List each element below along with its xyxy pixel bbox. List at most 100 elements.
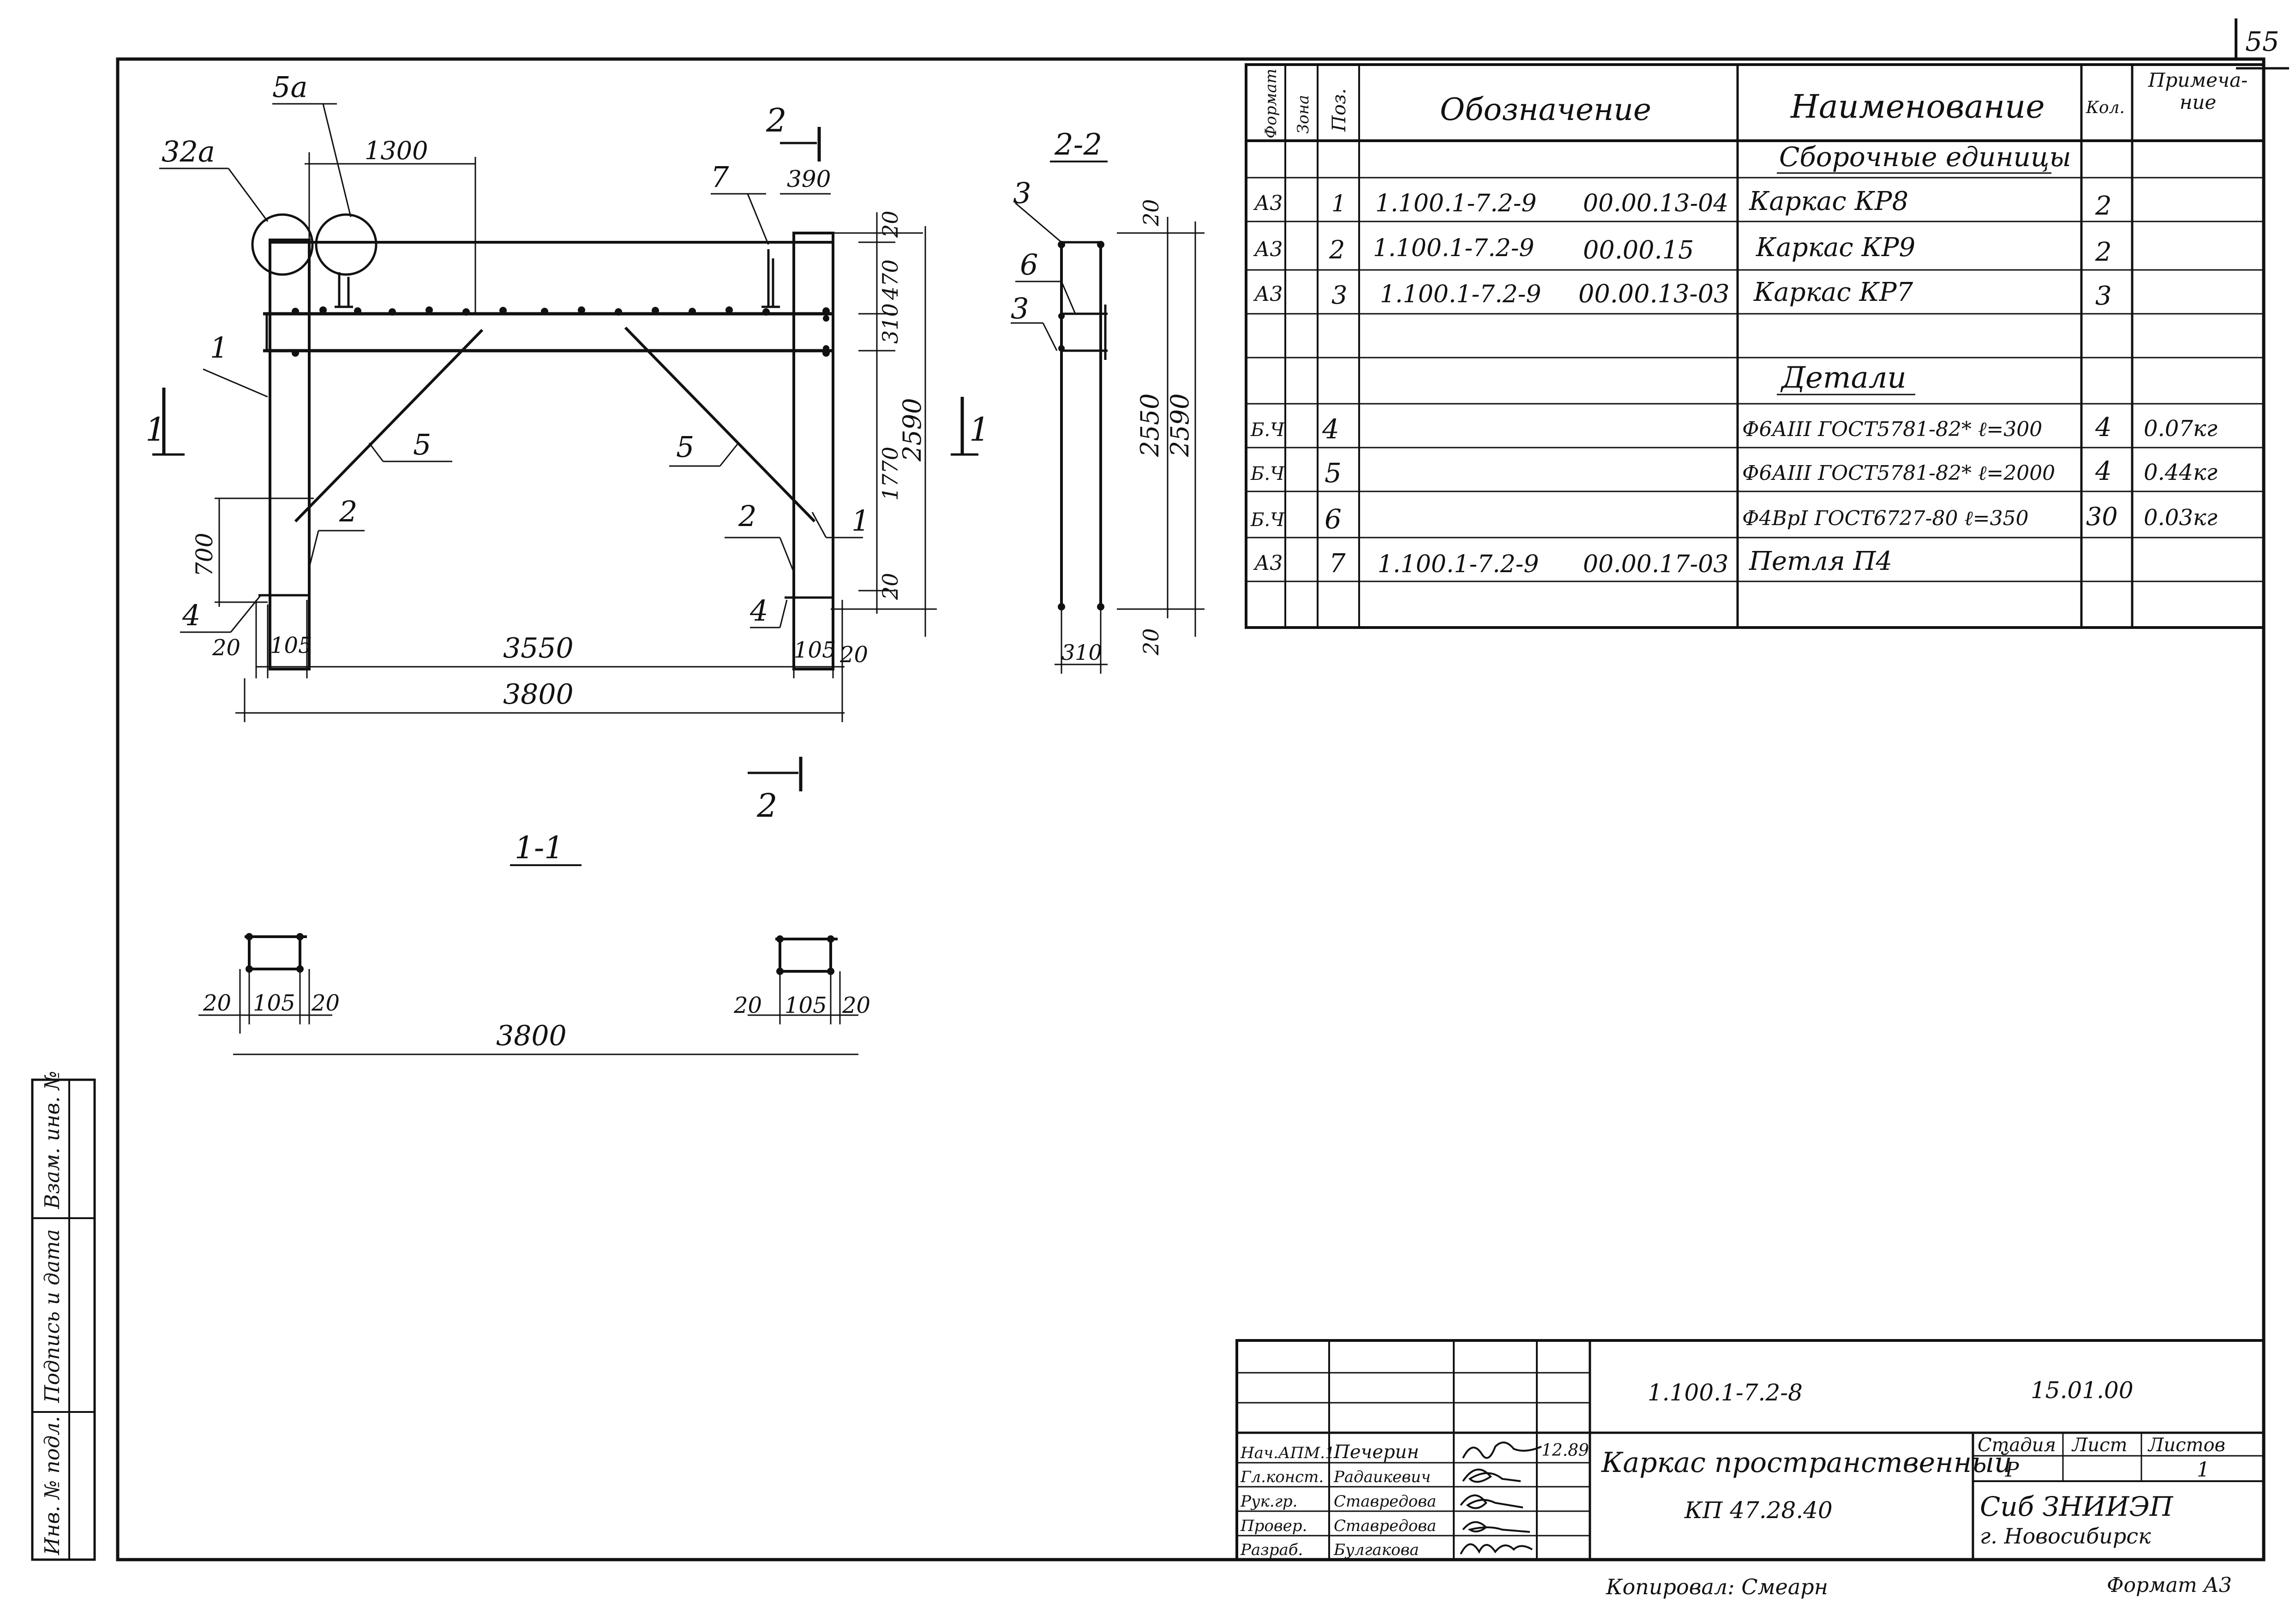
- svg-text:2: 2: [766, 102, 787, 139]
- role-5: Разраб.: [1240, 1541, 1303, 1559]
- header-format: Формат: [1262, 69, 1280, 138]
- row7-code: 00.00.17-03: [1583, 550, 1728, 578]
- row3-format: А3: [1253, 282, 1283, 306]
- row4-name: Ф6АIII ГОСТ5781-82* ℓ=300: [1742, 418, 2042, 441]
- org-line-1: Сиб ЗНИИЭП: [1980, 1491, 2174, 1522]
- s11-dim-3800: 3800: [496, 1020, 567, 1052]
- sign-date-label: Подпись и дата: [41, 1229, 64, 1403]
- section-mark-1-right: 1: [951, 397, 990, 456]
- row5-qty: 4: [2095, 456, 2112, 486]
- replace-inv-label: Взам. инв. №: [41, 1071, 64, 1209]
- row1-format: А3: [1253, 191, 1283, 215]
- format-label: Формат А3: [2107, 1573, 2232, 1597]
- dim-3550: 3550: [503, 632, 574, 664]
- section-2-2-title: 2-2: [1054, 128, 1102, 162]
- s11-dim-20-a: 20: [203, 990, 231, 1016]
- title-line-2: КП 47.28.40: [1684, 1497, 1833, 1524]
- section-mark-2-top: 2: [766, 102, 821, 162]
- callout-7: 7: [711, 160, 729, 194]
- row3-pos: 3: [1331, 281, 1347, 310]
- row6-name: Ф4ВрI ГОСТ6727-80 ℓ=350: [1742, 507, 2029, 530]
- row7-designation: 1.100.1-7.2-9: [1378, 550, 1539, 578]
- row5-note: 0.44кг: [2144, 460, 2218, 485]
- sheets-header: Листов: [2147, 1435, 2225, 1456]
- sheet-number: 55: [2245, 26, 2279, 57]
- detail-circle-32a: [251, 213, 314, 276]
- row1-code: 00.00.13-04: [1583, 190, 1728, 217]
- row6-format: Б.Ч: [1250, 509, 1285, 531]
- role-3: Рук.гр.: [1240, 1492, 1297, 1511]
- callout-1-right: 1: [851, 504, 869, 538]
- section-assembly-title: Сборочные единицы: [1779, 141, 2071, 173]
- callout-4-left: 4: [182, 598, 200, 632]
- row1-qty: 2: [2095, 191, 2112, 221]
- s11-dim-20-c: 20: [733, 993, 762, 1018]
- row3-designation: 1.100.1-7.2-9: [1380, 281, 1541, 308]
- row4-format: Б.Ч: [1250, 419, 1285, 441]
- row5-pos: 5: [1325, 457, 1342, 489]
- row6-qty: 30: [2086, 502, 2118, 531]
- row5-format: Б.Ч: [1250, 463, 1285, 485]
- row7-format: А3: [1253, 551, 1283, 575]
- stage-value: Р: [2005, 1458, 2020, 1482]
- row2-code: 00.00.15: [1583, 235, 1694, 264]
- callout-32a: 32a: [162, 135, 215, 168]
- header-note-box: Примеча-ние: [2148, 69, 2248, 114]
- row7-name: Петля П4: [1749, 546, 1892, 576]
- sheet-frame: 55: [116, 18, 2289, 1561]
- name-1: Печерин: [1333, 1442, 1419, 1463]
- section-2-2: 2-2 3 6 3 20 2550 2590 20 310: [1011, 128, 1205, 674]
- row2-name: Каркас КР9: [1756, 233, 1915, 263]
- row6-note: 0.03кг: [2144, 505, 2218, 531]
- row3-name: Каркас КР7: [1753, 277, 1913, 307]
- row3-code: 00.00.13-03: [1578, 279, 1729, 308]
- title-line-1: Каркас пространственный: [1601, 1447, 2012, 1479]
- section-dim-310: 310: [1061, 640, 1102, 665]
- row2-pos: 2: [1329, 235, 1345, 264]
- role-1: Нач.АПМ.1: [1240, 1444, 1335, 1462]
- dim-470: 470: [878, 259, 903, 300]
- name-5: Булгакова: [1333, 1541, 1419, 1559]
- row1-designation: 1.100.1-7.2-9: [1375, 190, 1536, 217]
- margin-stamp: Взам. инв. № Подпись и дата Инв. № подл.: [31, 1071, 96, 1561]
- footer: Копировал: Смеарн Формат А3: [1606, 1573, 2232, 1599]
- header-name: Наименование: [1790, 88, 2045, 126]
- role-2: Гл.конст.: [1240, 1468, 1324, 1486]
- org-line-2: г. Новосибирск: [1980, 1524, 2151, 1549]
- header-zone: Зона: [1294, 95, 1313, 134]
- row4-pos: 4: [1322, 413, 1339, 445]
- row3-qty: 3: [2095, 281, 2112, 311]
- row1-pos: 1: [1331, 190, 1346, 217]
- section-1-1-title: 1-1: [515, 830, 564, 866]
- section-dim-2590: 2590: [1165, 394, 1194, 457]
- row4-note: 0.07кг: [2144, 416, 2218, 442]
- row2-qty: 2: [2095, 237, 2112, 267]
- row4-qty: 4: [2095, 413, 2112, 443]
- name-2: Радаикевич: [1333, 1468, 1431, 1486]
- row2-designation: 1.100.1-7.2-9: [1373, 234, 1534, 262]
- dim-310: 310: [878, 303, 903, 344]
- rebar-dots: [292, 306, 830, 357]
- title-block: 1.100.1-7.2-8 15.01.00 Каркас пространст…: [1235, 1339, 2265, 1561]
- inv-original-label: Инв. № подл.: [41, 1416, 64, 1555]
- callout-4-right: 4: [749, 594, 768, 628]
- row7-pos: 7: [1329, 549, 1346, 579]
- section-1-1: 1-1 20 105 20 20 105 20 3800: [198, 830, 870, 1055]
- name-4: Ставредова: [1334, 1517, 1436, 1535]
- main-elevation: 32a 5a 7 1 1 5 5 2 2 4 4 1: [145, 70, 990, 825]
- row5-name: Ф6АIII ГОСТ5781-82* ℓ=2000: [1742, 461, 2055, 485]
- doc-code: 1.100.1-7.2-8: [1648, 1379, 1803, 1406]
- row1-name: Каркас КР8: [1749, 186, 1908, 216]
- dim-700: 700: [191, 533, 218, 577]
- spec-table: Формат Зона Поз. Обозначение Наименовани…: [1245, 63, 2265, 629]
- header-pos: Поз.: [1329, 89, 1350, 132]
- svg-text:2: 2: [756, 787, 778, 825]
- dim-105-br: 105: [794, 637, 836, 663]
- dim-2590: 2590: [898, 398, 927, 462]
- name-3: Ставредова: [1334, 1492, 1436, 1511]
- dim-390: 390: [787, 166, 831, 192]
- dimensions-main: 1300 390 20 470 310 1770 20 2590 700: [191, 136, 937, 722]
- callout-5-right: 5: [676, 430, 694, 464]
- callout-2-left: 2: [339, 495, 357, 528]
